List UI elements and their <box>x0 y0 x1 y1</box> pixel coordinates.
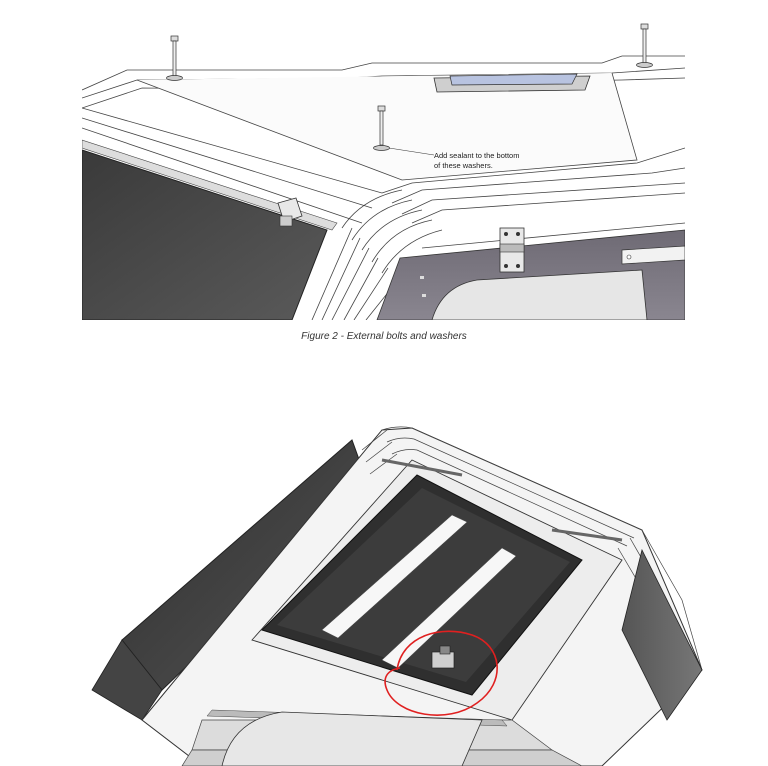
callout-leader <box>388 147 435 156</box>
latch-detail <box>431 645 455 669</box>
hinge-right <box>499 227 525 273</box>
roof-vent <box>433 73 591 93</box>
highlight-circle <box>384 630 498 716</box>
figure-canopy-top-view <box>91 426 703 766</box>
bolt-1 <box>166 35 183 81</box>
callout-text-line1: Add sealant to the bottom <box>434 151 519 160</box>
figure-caption: Figure 2 - External bolts and washers <box>301 331 467 342</box>
bolt-2 <box>373 105 390 151</box>
bolt-3 <box>636 23 653 68</box>
callout-text-line2: of these washers. <box>434 161 493 170</box>
latch-left <box>277 197 303 227</box>
figure-bolts-washers: Add sealant to the bottom of these washe… <box>82 23 685 320</box>
